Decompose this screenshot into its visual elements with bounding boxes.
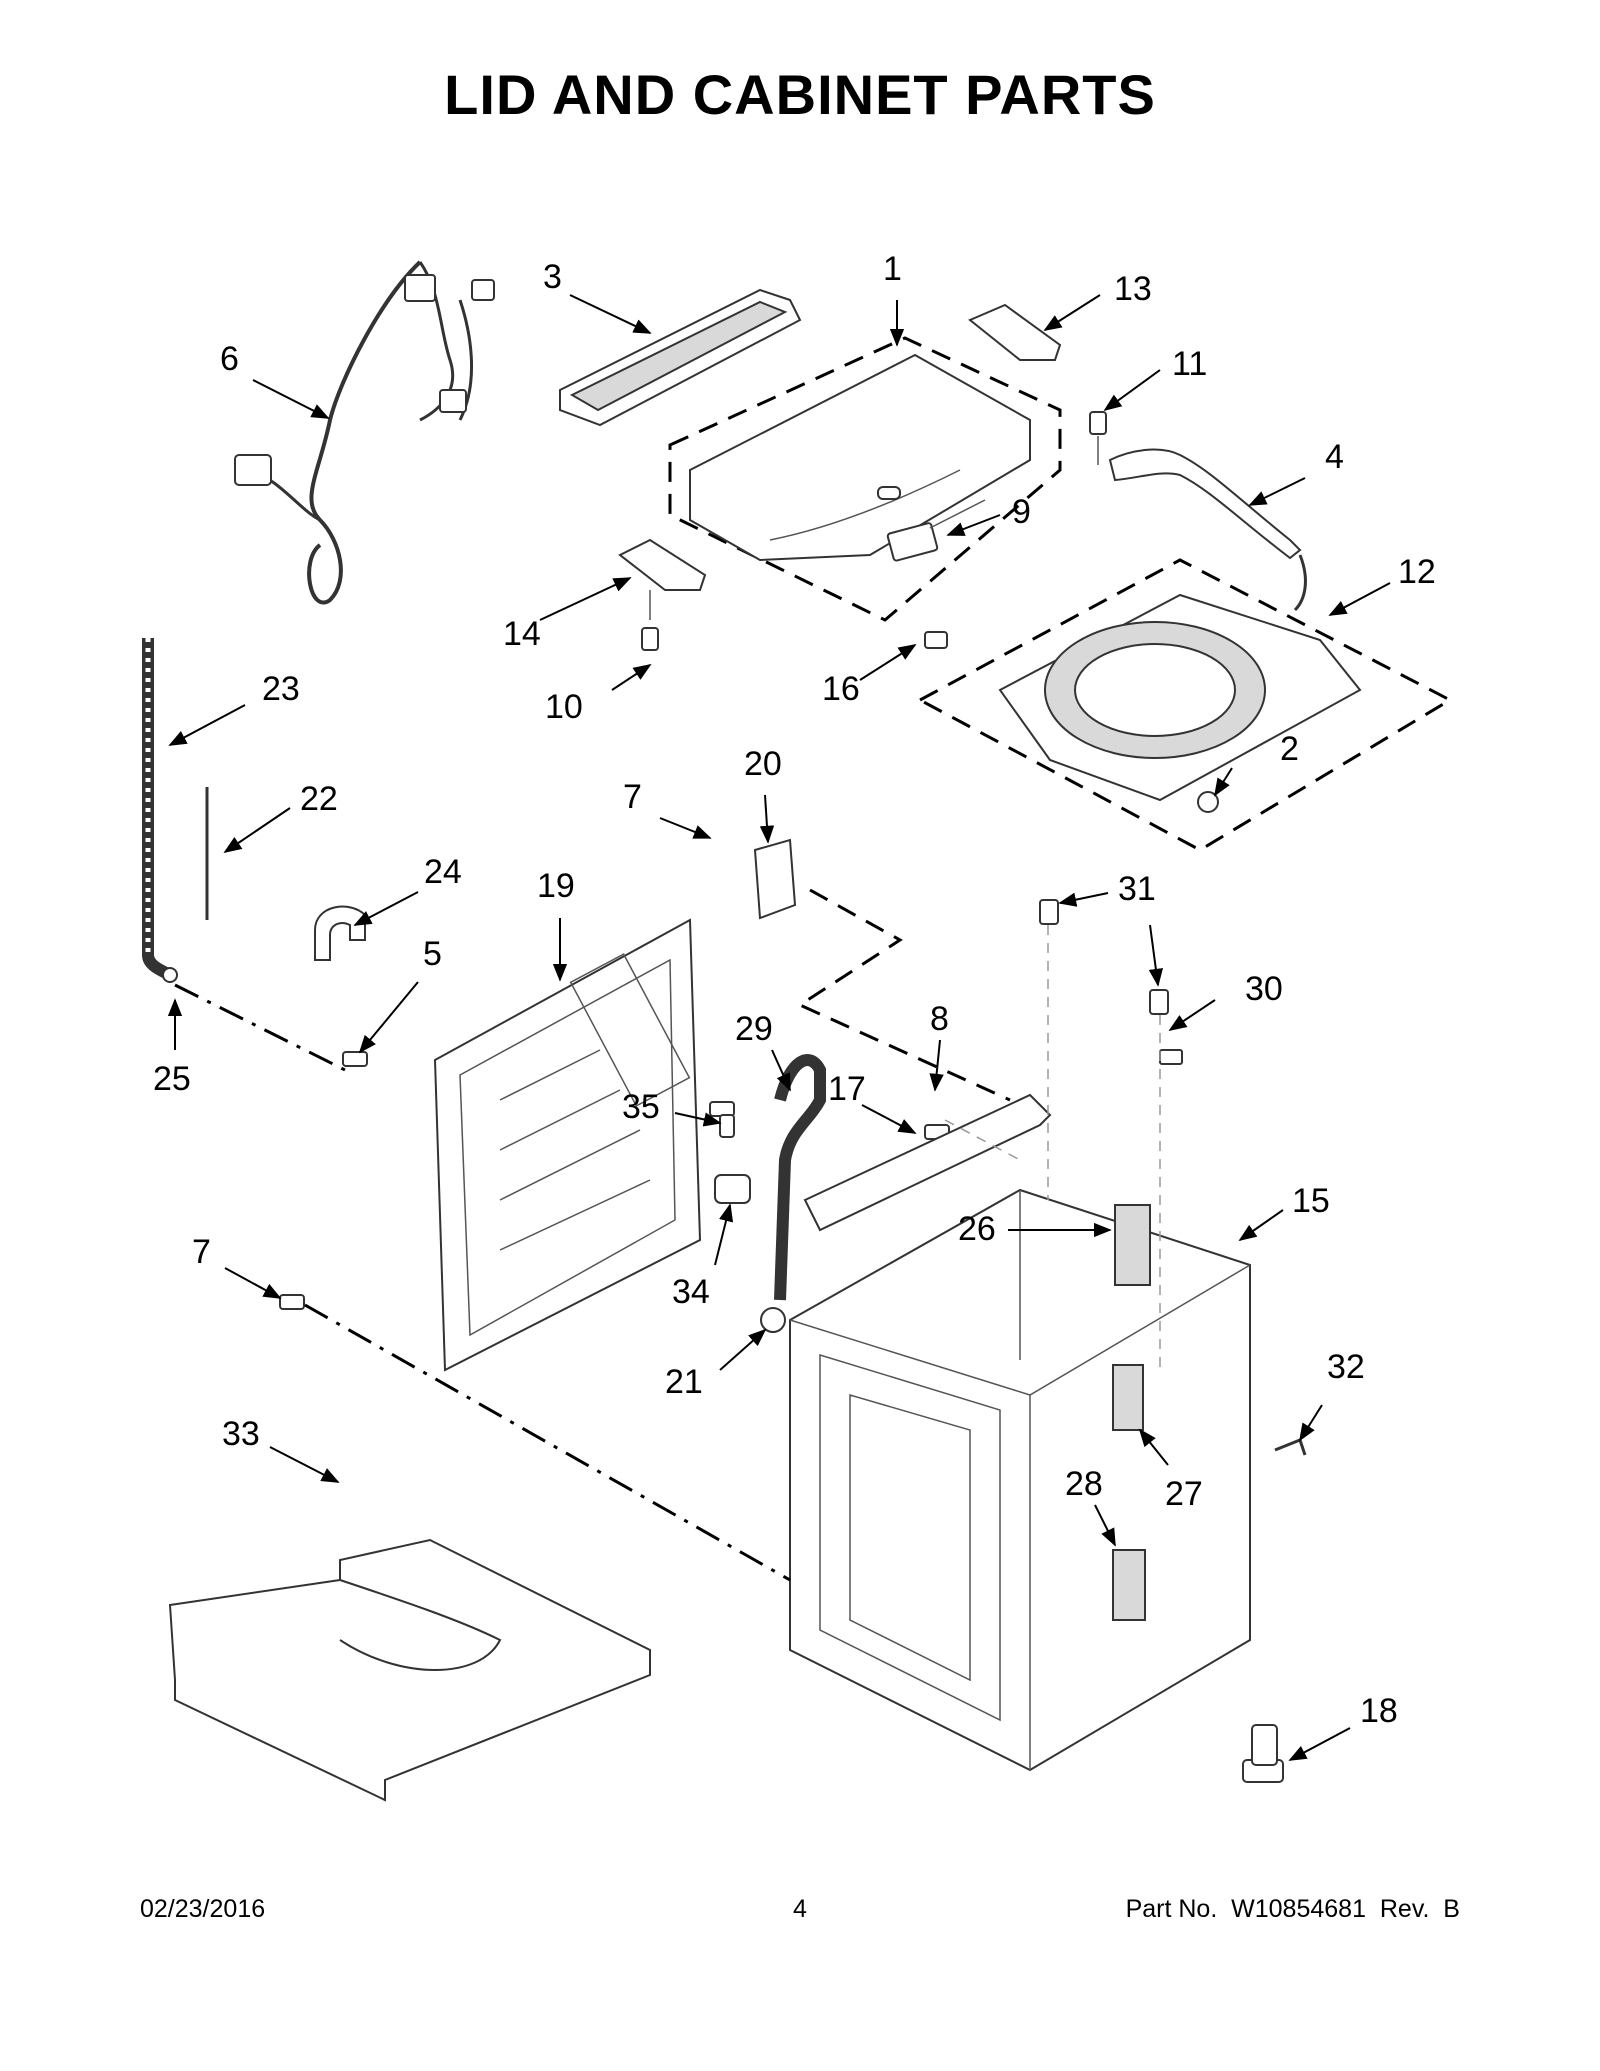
footer-part-number: Part No. W10854681 Rev. B <box>1125 1895 1460 1923</box>
callout-9: 9 <box>1012 493 1031 531</box>
footer-date: 02/23/2016 <box>140 1895 266 1923</box>
callout-13: 13 <box>1114 270 1152 308</box>
callout-23: 23 <box>262 670 300 708</box>
elbow-fitting <box>314 905 366 961</box>
callout-7a: 7 <box>623 778 642 816</box>
phantom-lines <box>944 925 1161 1370</box>
callout-14: 14 <box>503 615 541 653</box>
callout-7b: 7 <box>192 1233 211 1271</box>
badge <box>1274 1438 1307 1456</box>
callout-24: 24 <box>424 853 462 891</box>
page-title: LID AND CABINET PARTS <box>444 63 1156 126</box>
callout-32: 32 <box>1327 1348 1365 1386</box>
hinge-upper <box>968 303 1062 361</box>
bumper <box>1197 791 1219 813</box>
callout-25: 25 <box>153 1060 191 1098</box>
callout-30: 30 <box>1245 970 1283 1008</box>
callout-10: 10 <box>545 688 583 726</box>
base-pad <box>168 1538 651 1802</box>
callout-12: 12 <box>1398 553 1436 591</box>
rating-label <box>1112 1364 1144 1431</box>
lid-strip <box>559 288 802 427</box>
drain-hose <box>774 1054 826 1301</box>
callout-6: 6 <box>220 340 239 378</box>
callout-28: 28 <box>1065 1465 1103 1503</box>
top-frame <box>916 558 1454 852</box>
callout-26: 26 <box>958 1210 996 1248</box>
callout-21: 21 <box>665 1363 703 1401</box>
serial-label <box>1112 1549 1146 1621</box>
top-screw <box>1039 899 1059 925</box>
callout-16: 16 <box>822 670 860 708</box>
hose-clamp <box>760 1307 786 1333</box>
callout-22: 22 <box>300 780 338 818</box>
screw-upper <box>1149 989 1169 1015</box>
lid-lock-assembly <box>1108 448 1307 612</box>
callout-17: 17 <box>828 1070 866 1108</box>
callout-2: 2 <box>1280 730 1299 768</box>
leveling-leg <box>1242 1724 1284 1783</box>
base-pad-cutout <box>339 1579 502 1671</box>
callout-34: 34 <box>672 1273 710 1311</box>
callout-8: 8 <box>930 1000 949 1038</box>
hinge-lower <box>618 538 707 620</box>
main-top-panel <box>668 336 1062 622</box>
wire-harness <box>234 260 495 605</box>
clip <box>1159 1049 1183 1065</box>
cabinet <box>789 1188 1251 1772</box>
callout-31: 31 <box>1118 870 1156 908</box>
hose-clip <box>714 1174 751 1204</box>
callout-20: 20 <box>744 745 782 783</box>
footer-page-number: 4 <box>793 1895 807 1923</box>
clip-screw <box>719 1114 735 1138</box>
callout-1: 1 <box>883 250 902 288</box>
callout-18: 18 <box>1360 1692 1398 1730</box>
assembly-lines <box>174 888 1011 1582</box>
callout-5: 5 <box>423 935 442 973</box>
bracket <box>753 838 797 920</box>
callout-labels: 1 2 3 4 5 6 7 7 8 9 10 11 12 13 14 15 16… <box>153 250 1436 1730</box>
leader-arrows <box>167 294 1391 1761</box>
callout-15: 15 <box>1292 1182 1330 1220</box>
callout-27: 27 <box>1165 1475 1203 1513</box>
callout-4: 4 <box>1325 438 1344 476</box>
lid-switch <box>886 499 986 562</box>
callout-33: 33 <box>222 1415 260 1453</box>
screws <box>641 411 1107 651</box>
front-brace <box>803 1093 1052 1232</box>
callout-3: 3 <box>543 258 562 296</box>
wiring-label <box>1114 1204 1151 1286</box>
callout-29: 29 <box>735 1010 773 1048</box>
callout-19: 19 <box>537 867 575 905</box>
rear-panel <box>433 918 702 1372</box>
callout-11: 11 <box>1172 345 1207 383</box>
fill-hose <box>142 638 178 983</box>
callout-35: 35 <box>622 1088 660 1126</box>
